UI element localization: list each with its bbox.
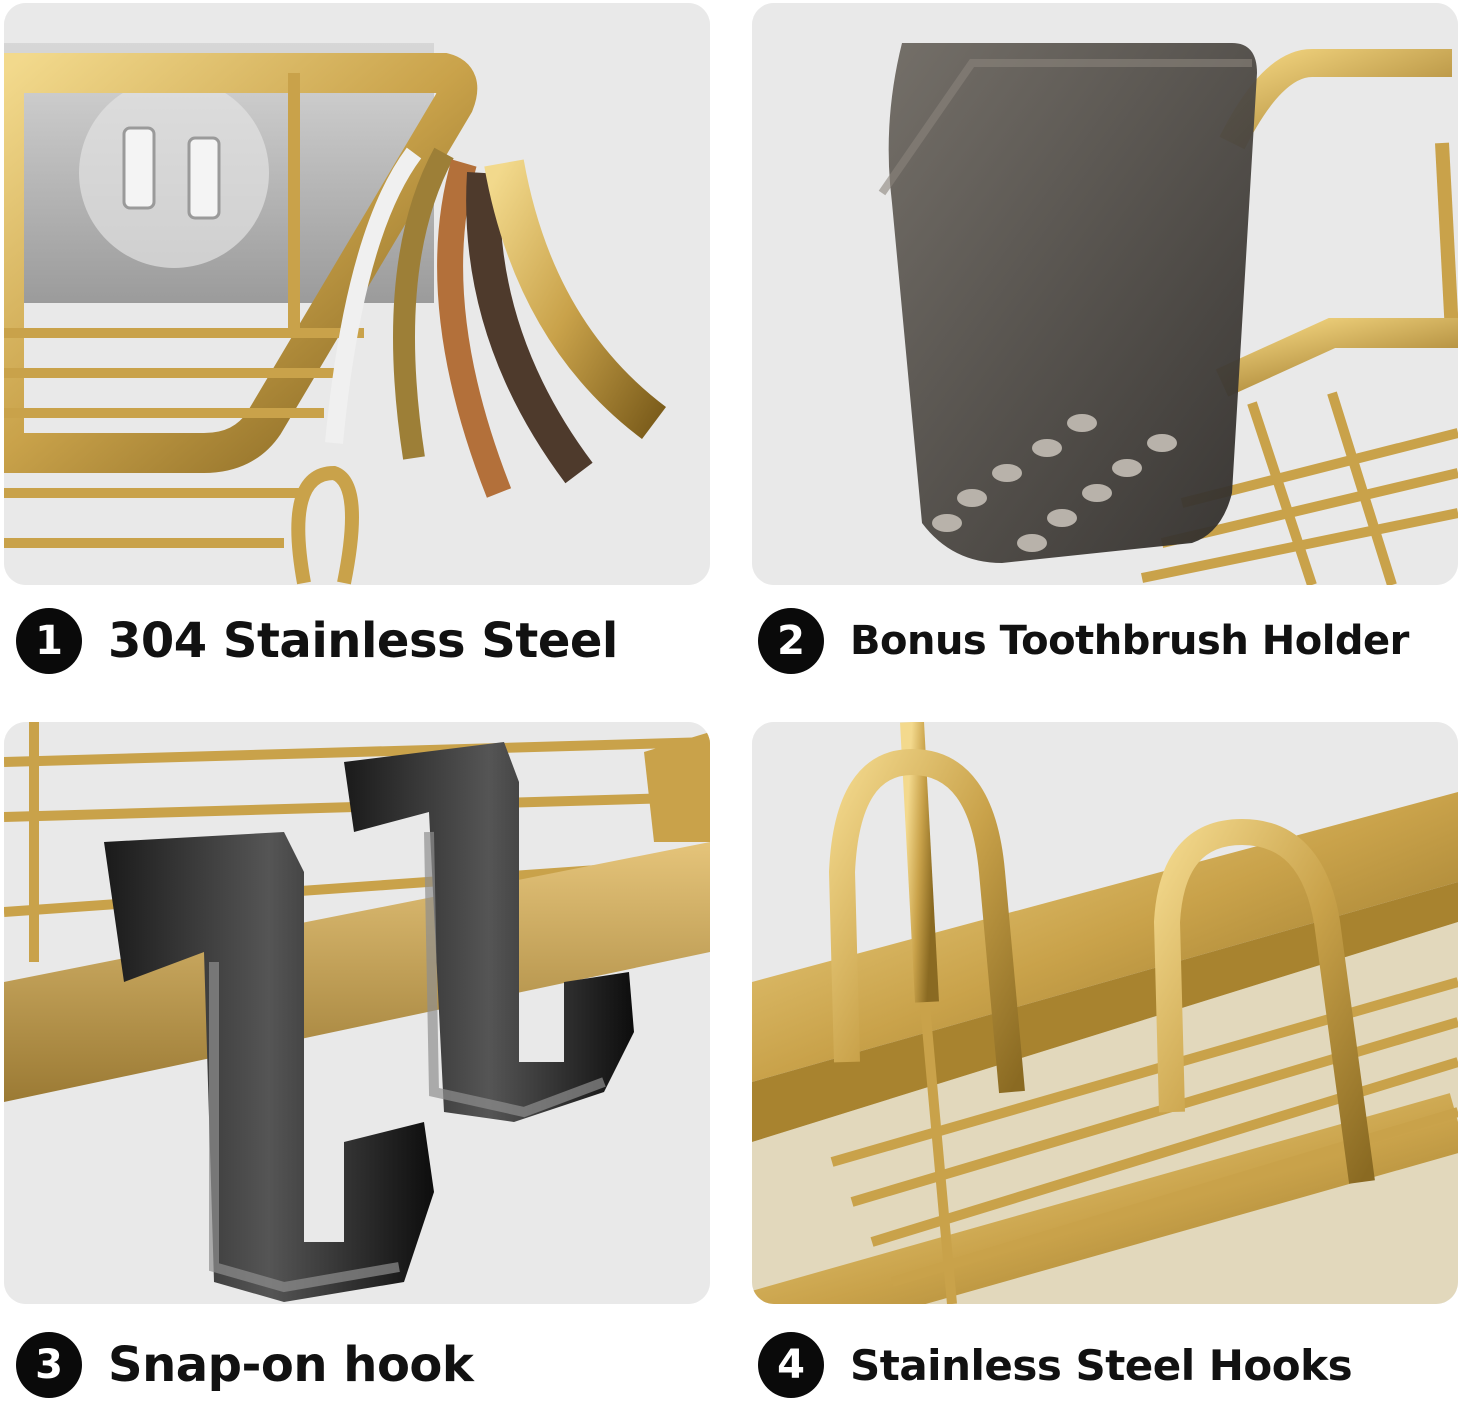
number-badge: 3	[16, 1332, 82, 1398]
caption-text: Snap-on hook	[108, 1337, 474, 1393]
caption-text: 304 Stainless Steel	[108, 613, 618, 669]
panel-1-caption: 1 304 Stainless Steel	[16, 608, 618, 674]
number-badge: 1	[16, 608, 82, 674]
number-badge: 4	[758, 1332, 824, 1398]
snap-on-hook-illustration	[4, 722, 710, 1304]
panel-2-photo	[752, 3, 1458, 585]
stainless-steel-hooks-illustration	[752, 722, 1458, 1304]
panel-2-caption: 2 Bonus Toothbrush Holder	[758, 608, 1409, 674]
toothbrush-holder-illustration	[752, 3, 1458, 585]
caption-text: Bonus Toothbrush Holder	[850, 618, 1409, 664]
number-badge: 2	[758, 608, 824, 674]
panel-3-photo	[4, 722, 710, 1304]
stainless-steel-layers-illustration	[4, 3, 710, 585]
panel-3-caption: 3 Snap-on hook	[16, 1332, 474, 1398]
panel-4-photo	[752, 722, 1458, 1304]
panel-4-caption: 4 Stainless Steel Hooks	[758, 1332, 1353, 1398]
caption-text: Stainless Steel Hooks	[850, 1340, 1353, 1390]
panel-1-photo	[4, 3, 710, 585]
